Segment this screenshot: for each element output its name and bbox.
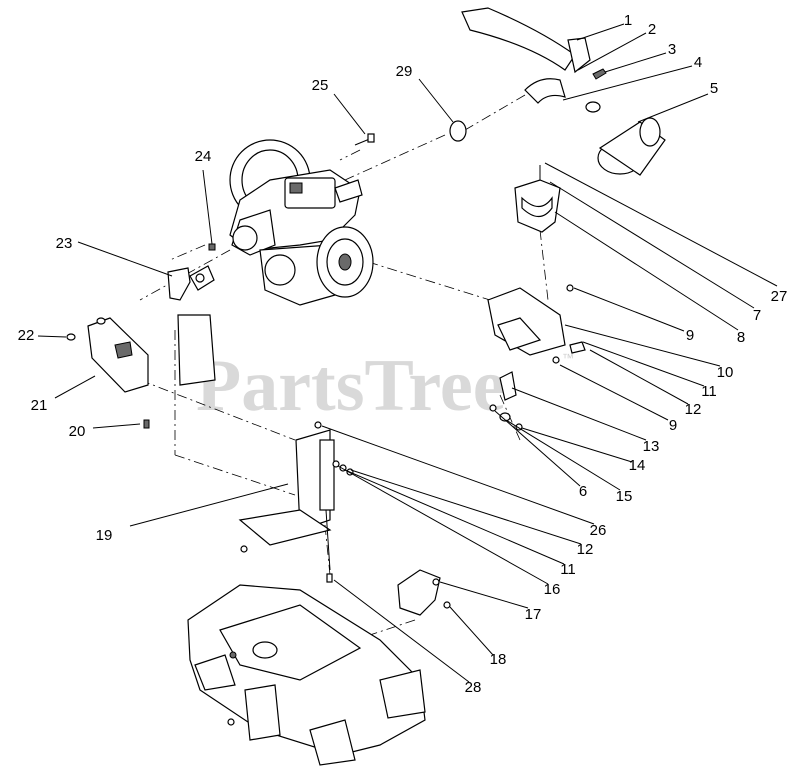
spring-clip-part bbox=[143, 419, 150, 429]
callout-c11b: 11 bbox=[560, 561, 576, 578]
filter-bracket-part bbox=[514, 165, 561, 233]
intake-tube-part bbox=[461, 7, 591, 74]
watermark-trademark: ™ bbox=[562, 351, 574, 365]
mount-bracket-part bbox=[487, 284, 586, 364]
callout-c3: 3 bbox=[668, 41, 676, 58]
chassis-frame-part bbox=[187, 584, 426, 766]
nut-part bbox=[208, 243, 216, 251]
engine-part bbox=[229, 139, 374, 306]
callout-c5: 5 bbox=[710, 80, 718, 97]
callout-c4: 4 bbox=[694, 54, 702, 71]
callout-c6: 6 bbox=[579, 483, 587, 500]
rod-part bbox=[325, 509, 333, 583]
callout-c11a: 11 bbox=[701, 383, 717, 400]
callout-c7: 7 bbox=[753, 307, 761, 324]
callout-c2: 2 bbox=[648, 21, 656, 38]
callout-c25: 25 bbox=[312, 77, 329, 94]
callout-c28: 28 bbox=[465, 679, 482, 696]
callout-c17: 17 bbox=[525, 606, 542, 623]
callout-c29: 29 bbox=[396, 63, 413, 80]
callout-c22: 22 bbox=[18, 327, 35, 344]
callout-c10: 10 bbox=[717, 364, 734, 381]
callout-c1: 1 bbox=[624, 12, 632, 29]
callout-c19: 19 bbox=[96, 527, 113, 544]
muffler-part bbox=[177, 314, 216, 386]
screw-part bbox=[66, 333, 76, 341]
callout-c14: 14 bbox=[629, 457, 646, 474]
clamp-hardware-parts bbox=[489, 371, 523, 431]
hose-clamp-parts bbox=[585, 68, 607, 113]
callout-c13: 13 bbox=[643, 438, 660, 455]
callout-c20: 20 bbox=[69, 423, 86, 440]
callout-c16: 16 bbox=[544, 581, 561, 598]
air-filter-part bbox=[597, 117, 666, 176]
callout-c9b: 9 bbox=[669, 417, 677, 434]
callout-c26: 26 bbox=[590, 522, 607, 539]
callout-c12b: 12 bbox=[577, 541, 594, 558]
callout-c8: 8 bbox=[737, 329, 745, 346]
callout-c23: 23 bbox=[56, 235, 73, 252]
bolt-part bbox=[354, 133, 375, 146]
callout-c21: 21 bbox=[31, 397, 48, 414]
leader-lines bbox=[37, 23, 778, 683]
exhaust-manifold-part bbox=[167, 265, 215, 301]
callout-c18: 18 bbox=[490, 651, 507, 668]
heat-shield-part bbox=[87, 317, 149, 393]
base-plate-part bbox=[238, 509, 332, 553]
watermark: PartsTree bbox=[196, 345, 506, 427]
assembly-lines bbox=[139, 94, 549, 641]
intake-elbow-part bbox=[524, 78, 566, 104]
side-bracket-part bbox=[397, 569, 451, 616]
callout-c27: 27 bbox=[771, 288, 788, 305]
clamp-ring-part bbox=[449, 120, 467, 142]
callout-c15: 15 bbox=[616, 488, 633, 505]
side-panel-part bbox=[295, 421, 354, 531]
callout-c24: 24 bbox=[195, 148, 212, 165]
callout-c12a: 12 bbox=[685, 401, 702, 418]
callout-c9a: 9 bbox=[686, 327, 694, 344]
